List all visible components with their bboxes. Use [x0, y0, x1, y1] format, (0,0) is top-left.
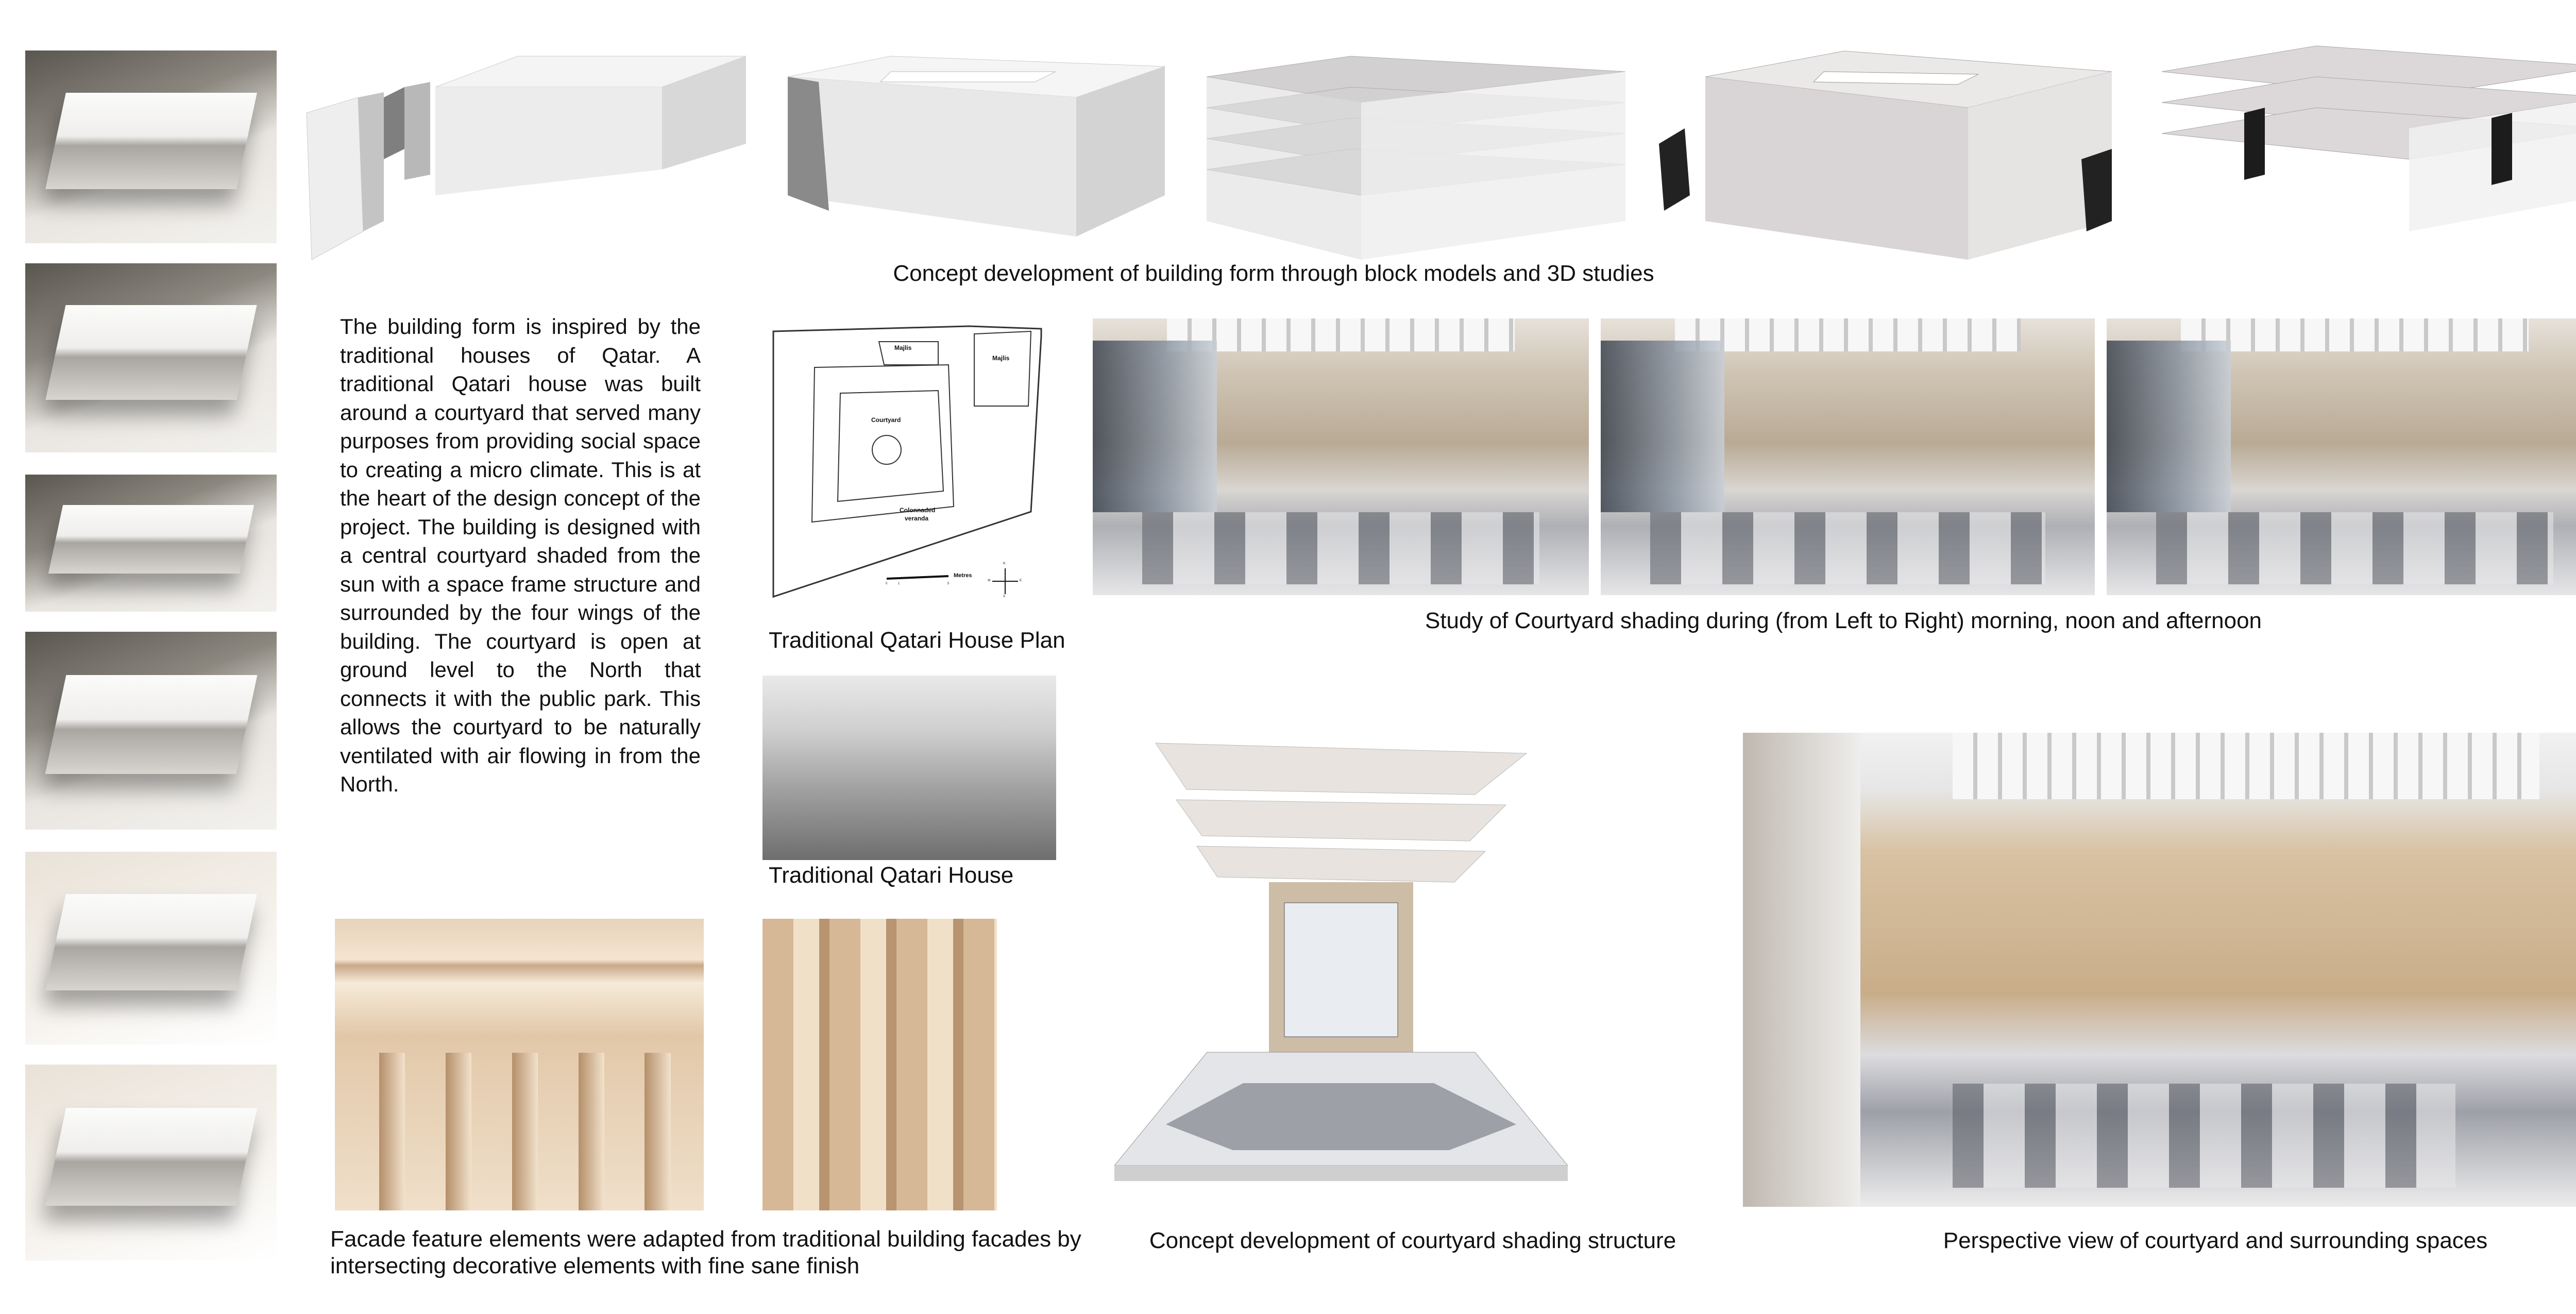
traditional-house-photo [762, 676, 1056, 860]
compass-south: S [1003, 595, 1006, 598]
model-photo-5 [25, 852, 277, 1045]
plan-label-veranda-2: veranda [905, 515, 929, 522]
block-study-1 [306, 56, 746, 260]
plan-label-courtyard: Courtyard [871, 416, 901, 424]
model-photo-4 [25, 632, 277, 830]
compass-east: E [1020, 579, 1022, 582]
courtyard-render-noon [1601, 318, 2095, 595]
plan-drawing [772, 325, 1042, 598]
plan-scale-unit: Metres [954, 572, 972, 579]
facade-caption-line2: intersecting decorative elements with fi… [330, 1253, 860, 1278]
plan-label-majlis-1: Majlis [894, 344, 912, 351]
plan-scale-1: 1 [898, 582, 900, 585]
house-photo-caption: Traditional Qatari House [769, 863, 1014, 888]
shading-structure-diagram [1114, 733, 1568, 1193]
block-study-4 [1659, 50, 2112, 260]
facade-detail-1 [335, 919, 704, 1210]
block-study-3 [1207, 56, 1625, 260]
courtyard-render-afternoon [2107, 318, 2576, 595]
facade-caption-line1: Facade feature elements were adapted fro… [330, 1226, 1081, 1252]
block-studies-caption: Concept development of building form thr… [893, 261, 1654, 286]
courtyard-perspective-view [1743, 733, 2576, 1207]
plan-caption: Traditional Qatari House Plan [769, 628, 1065, 653]
plan-label-veranda-1: Colonnaded [900, 507, 936, 514]
traditional-house-plan: Majlis Majlis Courtyard Colonnaded veran… [762, 315, 1073, 626]
compass-west: W [988, 579, 991, 582]
model-photo-3 [25, 475, 277, 612]
perspective-caption: Perspective view of courtyard and surrou… [1943, 1228, 2488, 1253]
shading-structure-caption: Concept development of courtyard shading… [1149, 1228, 1676, 1253]
design-description: The building form is inspired by the tra… [340, 314, 701, 796]
plan-scale-0: 0 [886, 582, 888, 585]
compass-north: N [1003, 562, 1006, 565]
courtyard-render-morning [1093, 318, 1589, 595]
facade-detail-2 [762, 919, 997, 1210]
courtyard-study-caption: Study of Courtyard shading during (from … [1425, 608, 2262, 633]
plan-scale-5: 5 [947, 582, 950, 585]
block-study-2 [788, 56, 1165, 237]
plan-label-majlis-2: Majlis [992, 355, 1010, 362]
model-photo-1 [25, 50, 277, 243]
model-photo-6 [25, 1065, 277, 1260]
block-study-5 [2162, 45, 2576, 231]
model-photo-2 [25, 263, 277, 452]
